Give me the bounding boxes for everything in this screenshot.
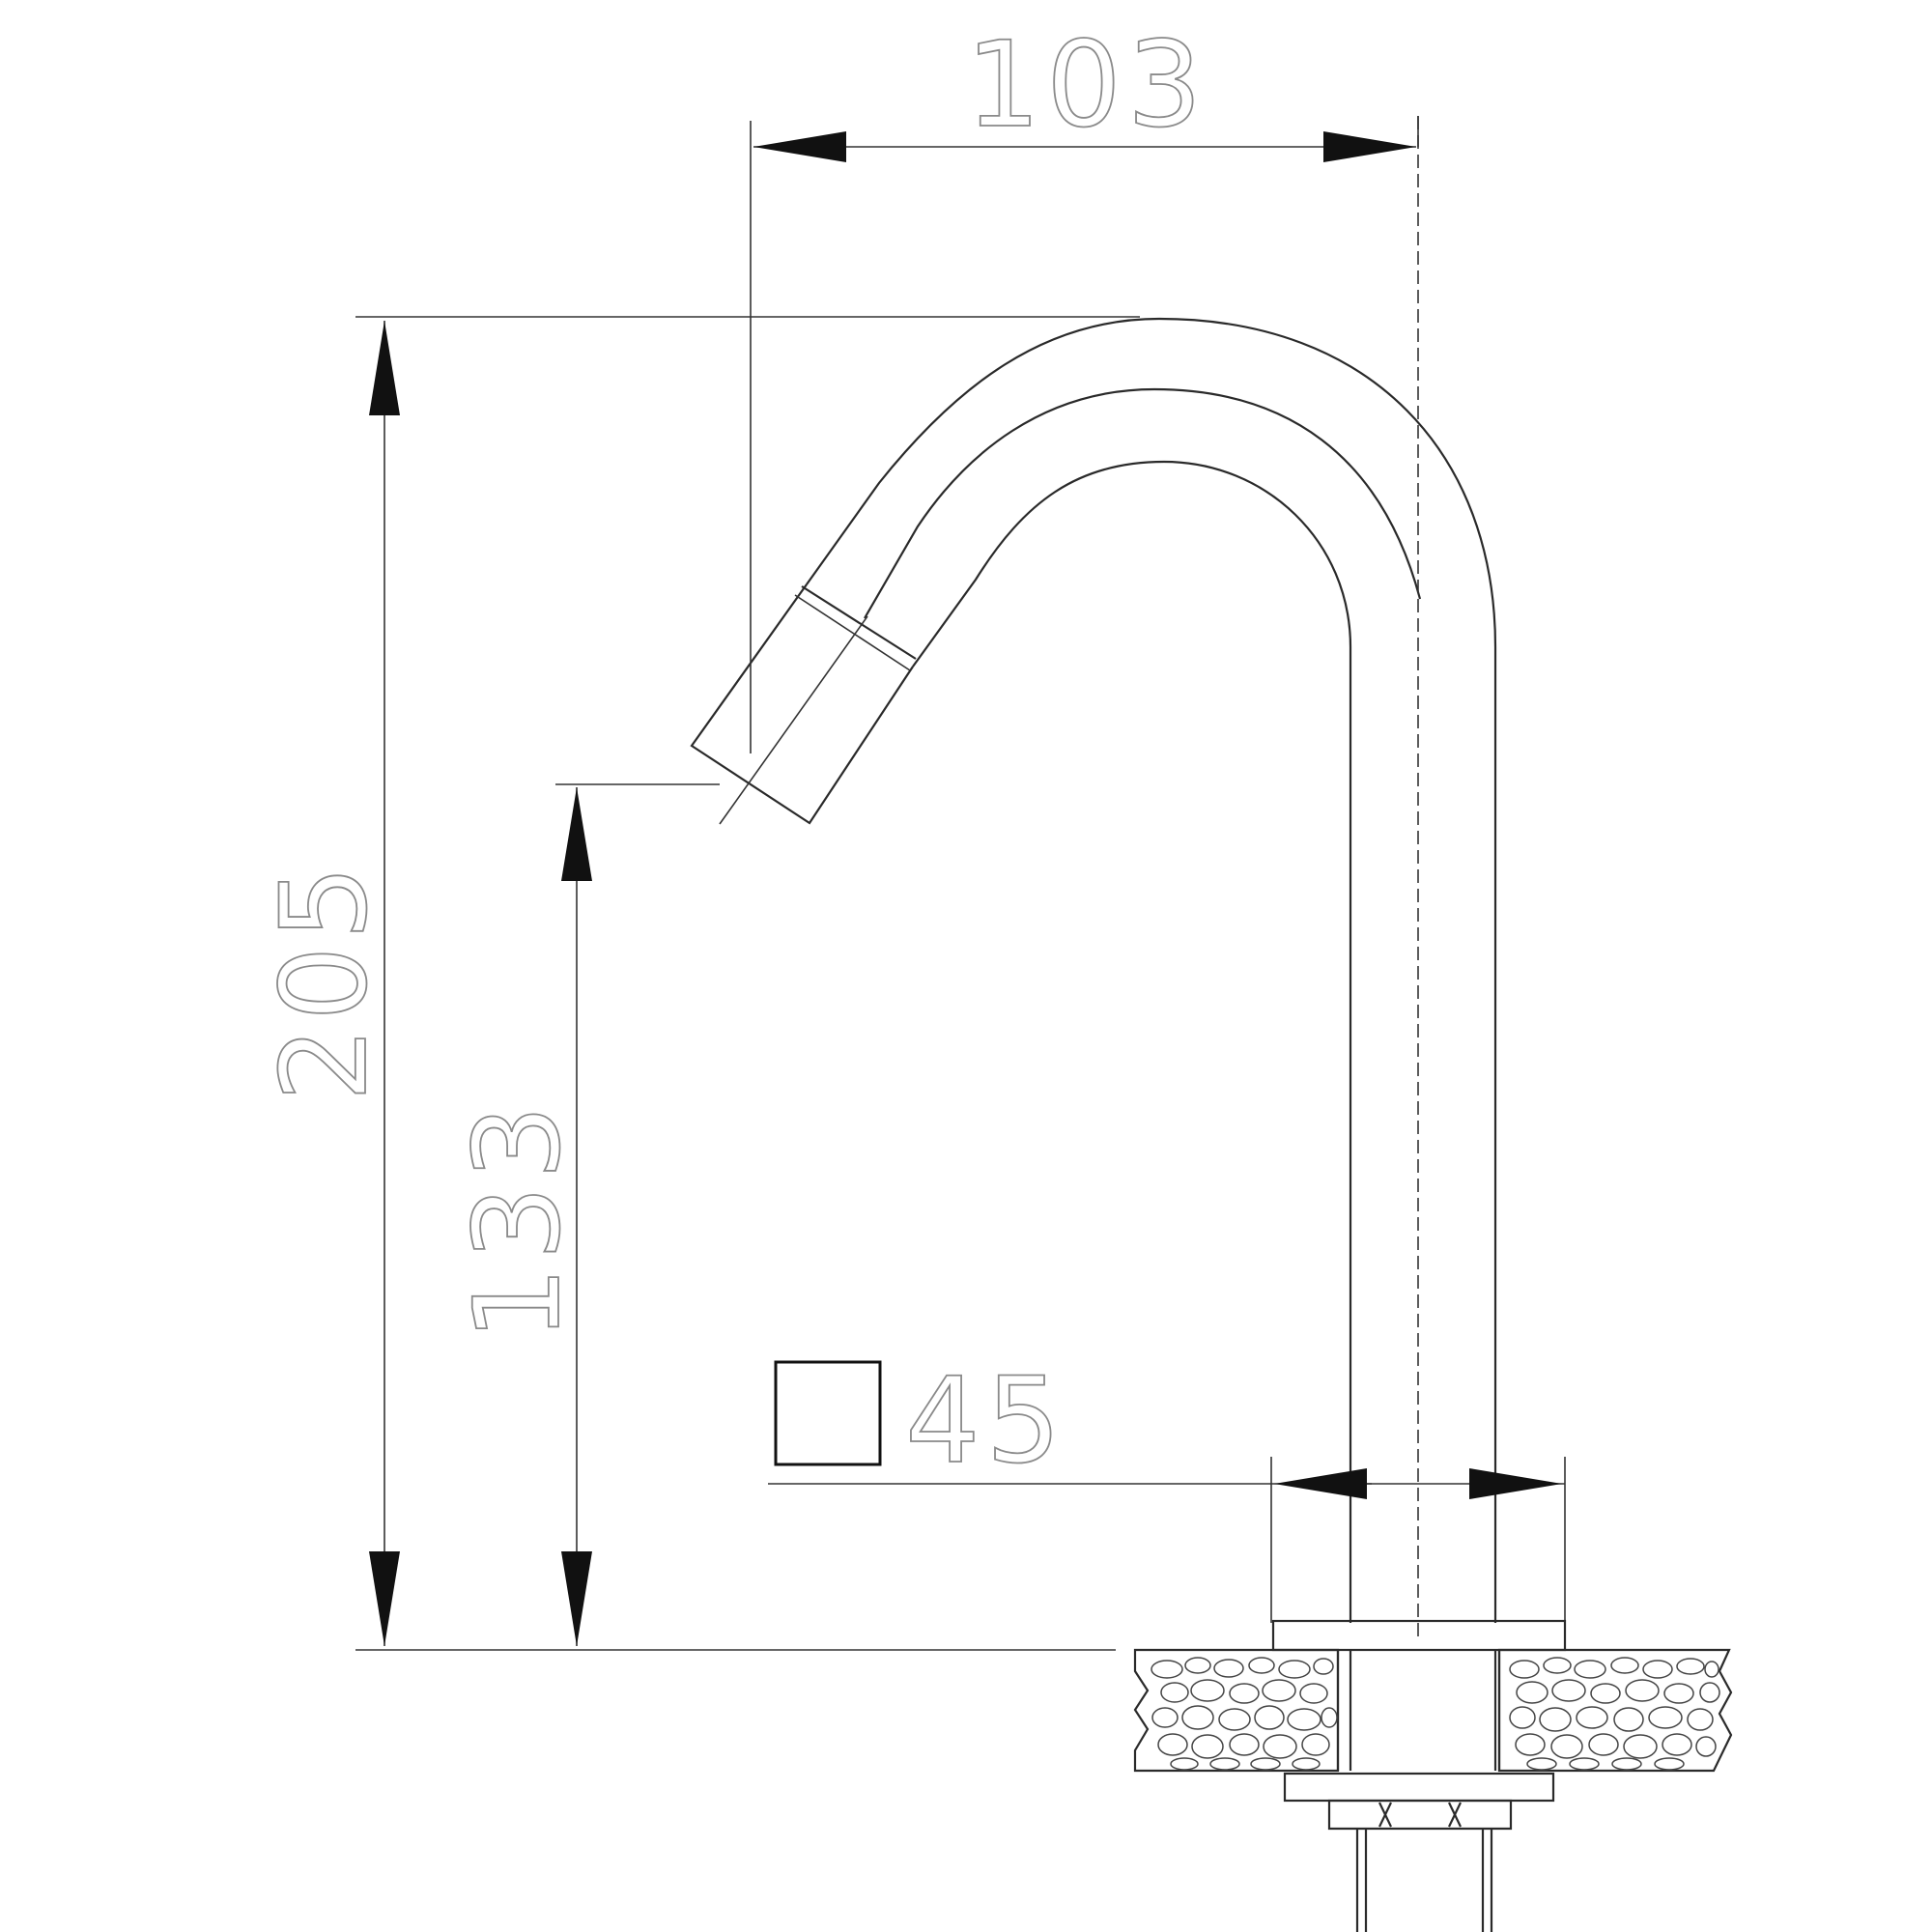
mounting-assembly xyxy=(1133,1619,1733,1932)
arrowhead-bottom xyxy=(561,1551,592,1646)
arrowhead-bottom xyxy=(369,1551,400,1646)
arrowhead-left xyxy=(753,131,846,162)
lower-washer xyxy=(1283,1772,1555,1803)
dimension-body-width: 45 xyxy=(768,1351,1566,1623)
countertop-right xyxy=(1497,1648,1733,1773)
dimension-label-103: 103 xyxy=(966,16,1208,154)
arrowhead-right xyxy=(1323,131,1416,162)
base-flange xyxy=(1271,1619,1567,1652)
arrowhead-top xyxy=(369,321,400,415)
hex-nut xyxy=(1327,1799,1513,1831)
dimension-label-133: 133 xyxy=(449,1099,586,1342)
square-section-icon xyxy=(774,1360,882,1466)
arrowhead-top xyxy=(561,787,592,881)
dimension-label-205: 205 xyxy=(256,860,393,1102)
faucet-spout xyxy=(690,116,1497,1637)
stone-texture xyxy=(1151,1657,1338,1771)
dimension-label-45: 45 xyxy=(905,1352,1066,1490)
arrowhead-inner-left xyxy=(1274,1468,1367,1499)
stone-texture xyxy=(1509,1657,1720,1771)
dimension-spout-reach: 103 xyxy=(750,15,1419,753)
dimension-outlet-height: 133 xyxy=(448,783,720,1646)
arrowhead-inner-right xyxy=(1469,1468,1562,1499)
dimension-overall-height: 205 xyxy=(255,316,1140,1651)
